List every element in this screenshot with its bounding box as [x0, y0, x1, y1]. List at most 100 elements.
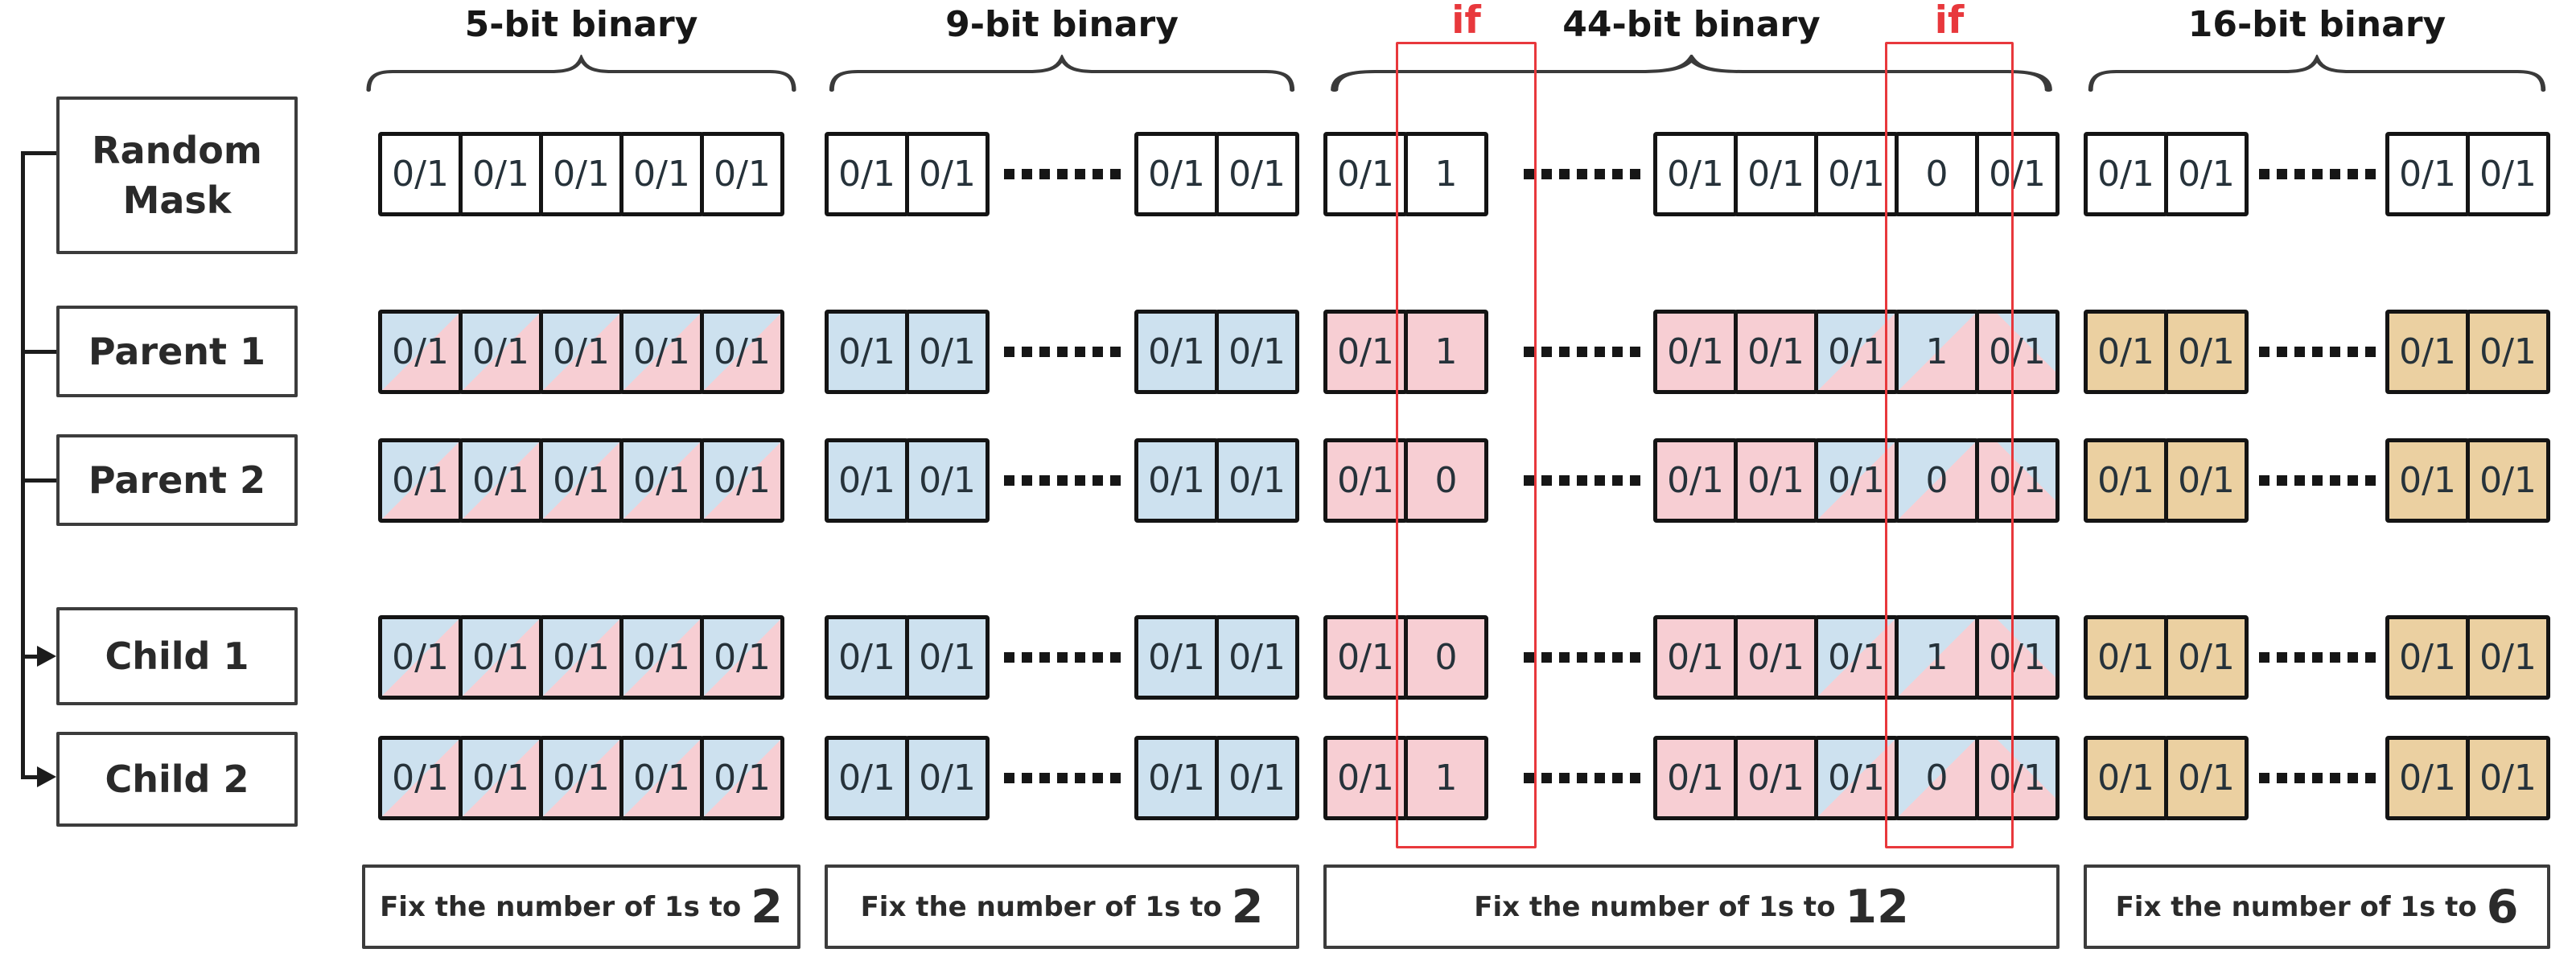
bit-cell: 0/1	[1215, 736, 1299, 820]
bit-cell: 0/1	[1134, 615, 1219, 700]
bit-cell: 0/1	[825, 132, 909, 216]
bit-cell: 0/1	[2385, 736, 2470, 820]
bit-cell: 0/1	[1814, 310, 1899, 394]
bit-cell: 0/1	[2084, 615, 2168, 700]
bit-cell: 0/1	[825, 438, 909, 523]
caption-number: 12	[1845, 880, 1909, 934]
row-label-child-2: Child 2	[56, 732, 298, 827]
bit-cell: 0/1	[700, 132, 784, 216]
bit-cell: 0/1	[700, 438, 784, 523]
bit-cell: 0/1	[2466, 438, 2550, 523]
bit-cell: 0/1	[2385, 310, 2470, 394]
caption-44bit: Fix the number of 1s to 12	[1323, 864, 2060, 949]
bit-cell: 0/1	[905, 615, 990, 700]
if-highlight-box-2	[1885, 42, 2014, 848]
section-title-9bit: 9-bit binary	[945, 4, 1179, 45]
bit-cell: 0/1	[2164, 736, 2249, 820]
bit-cell: 0/1	[619, 615, 704, 700]
bit-cell: 0/1	[2466, 310, 2550, 394]
bit-cell: 0/1	[378, 615, 463, 700]
overbrace-5bit	[366, 55, 796, 92]
bit-cell: 0/1	[2164, 132, 2249, 216]
bit-cell: 0	[1895, 736, 1979, 820]
ellipsis-dots	[2249, 475, 2385, 486]
bit-cell: 0/1	[378, 132, 463, 216]
bit-cell: 0/1	[378, 438, 463, 523]
ellipsis-dots	[990, 169, 1134, 179]
row-label-text: Parent 2	[88, 458, 266, 502]
bit-cell: 0/1	[378, 736, 463, 820]
bit-cell: 0/1	[459, 438, 543, 523]
bit-cell: 0/1	[700, 615, 784, 700]
if-label-2: if	[1934, 0, 1965, 43]
ellipsis-dots	[1488, 169, 1653, 179]
ellipsis-dots	[2249, 347, 2385, 357]
bit-cell: 1	[1895, 310, 1979, 394]
bit-cell: 0	[1895, 438, 1979, 523]
bit-cell: 0/1	[1734, 615, 1818, 700]
section-title-16bit: 16-bit binary	[2187, 4, 2446, 45]
bit-cell: 0/1	[700, 736, 784, 820]
bit-cell: 0/1	[2466, 736, 2550, 820]
if-highlight-box-1	[1396, 42, 1537, 848]
bit-cell: 0/1	[539, 310, 623, 394]
bit-cell: 0/1	[1323, 736, 1408, 820]
bit-cell: 0/1	[619, 132, 704, 216]
if-label-1: if	[1451, 0, 1481, 43]
bit-cell: 0	[1404, 438, 1488, 523]
bit-cell: 0/1	[825, 736, 909, 820]
section-title-5bit: 5-bit binary	[464, 4, 698, 45]
bit-cell: 0/1	[459, 132, 543, 216]
bit-cell: 0/1	[539, 438, 623, 523]
bit-cell: 0/1	[1134, 310, 1219, 394]
bit-cell: 1	[1404, 736, 1488, 820]
overbrace-16bit	[2088, 55, 2546, 92]
caption-number: 2	[751, 880, 783, 934]
bit-cell: 0/1	[2385, 438, 2470, 523]
bit-cell: 0/1	[619, 736, 704, 820]
ellipsis-dots	[990, 475, 1134, 486]
bit-cell: 0/1	[459, 736, 543, 820]
caption-5bit: Fix the number of 1s to 2	[362, 864, 800, 949]
bit-cell: 0/1	[1134, 736, 1219, 820]
overbrace-9bit	[829, 55, 1295, 92]
bit-cell: 0/1	[1734, 132, 1818, 216]
bit-cell: 0/1	[1975, 615, 2060, 700]
ellipsis-dots	[990, 347, 1134, 357]
bit-cell: 0/1	[1653, 310, 1738, 394]
bit-cell: 0/1	[905, 736, 990, 820]
bit-cell: 0/1	[539, 615, 623, 700]
